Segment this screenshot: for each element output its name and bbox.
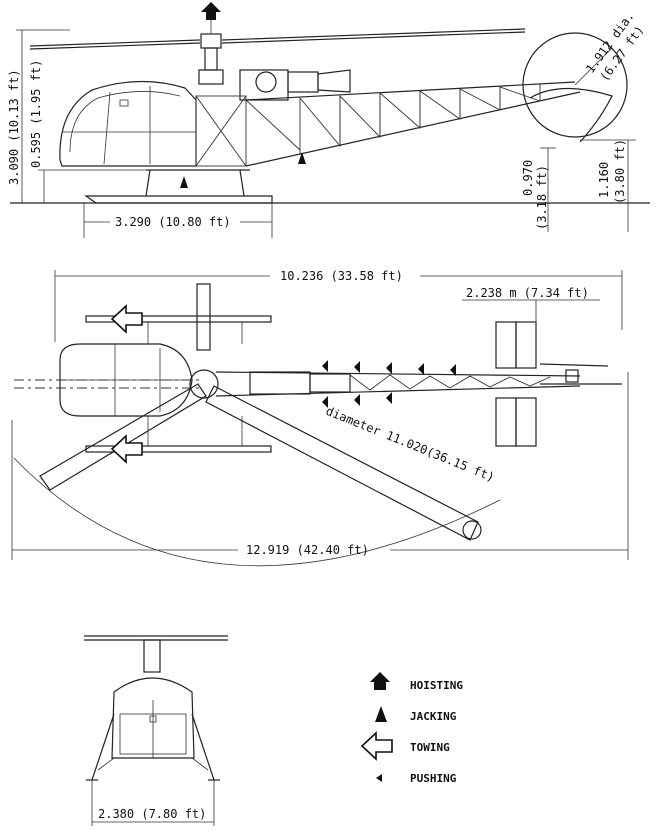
pushing-icon — [322, 396, 328, 408]
tail-height-dimensions: 0.970 (3.18 ft) 1.160 (3.80 ft) — [521, 139, 636, 232]
engine-side — [239, 69, 351, 101]
pushing-icon — [450, 364, 456, 376]
rotor-blade-top-up — [196, 283, 211, 351]
towing-icon — [110, 304, 143, 334]
tail-low-ft-label: (3.18 ft) — [535, 165, 549, 230]
legend-pushing-label: PUSHING — [410, 772, 457, 785]
pushing-icon — [354, 394, 360, 406]
pushing-markers — [322, 360, 456, 408]
jacking-icon — [298, 152, 306, 164]
rotor-diameter-label: diameter 11.020(36.15 ft) — [324, 404, 497, 485]
legend-hoisting-label: HOISTING — [410, 679, 463, 692]
legend-jacking-label: JACKING — [410, 710, 457, 723]
tail-rotor-side — [522, 32, 628, 143]
stabilizer-top-upper — [495, 321, 517, 369]
pushing-icon — [322, 360, 328, 372]
rotor-hub-top — [189, 369, 219, 399]
side-view: 3.090 (10.13 ft) 0.595 (1.95 ft) 3.290 (… — [7, 2, 650, 238]
landing-gear-side — [84, 152, 306, 204]
skid-height-label: 0.595 (1.95 ft) — [29, 60, 43, 168]
hoisting-arrow-icon — [370, 672, 390, 690]
overall-length-label: 12.919 (42.40 ft) — [246, 543, 369, 557]
pushing-icon — [386, 392, 392, 404]
pushing-icon — [418, 363, 424, 375]
legend-towing-label: TOWING — [410, 741, 450, 754]
towing-icon — [110, 434, 143, 464]
legend: HOISTING JACKING TOWING PUSHING — [360, 672, 463, 785]
towing-arrow-icon — [360, 731, 393, 761]
fuselage-length-dimension: 10.236 (33.58 ft) — [54, 269, 623, 342]
rotor-blade-top-lower-left — [39, 383, 207, 491]
cabin-side — [59, 80, 197, 167]
skid-length-label: 3.290 (10.80 ft) — [115, 215, 231, 229]
main-rotor-side — [29, 20, 526, 85]
skid-width-label: 2.380 (7.80 ft) — [98, 807, 206, 821]
skid-length-dimension: 3.290 (10.80 ft) — [83, 203, 273, 238]
skids-top — [85, 315, 272, 453]
overall-length-dimension: 12.919 (42.40 ft) — [11, 372, 629, 560]
tail-high-ft-label: (3.80 ft) — [613, 139, 627, 204]
jacking-icon — [180, 176, 188, 188]
front-view: 2.380 (7.80 ft) — [84, 635, 228, 826]
stabilizer-span-label: 2.238 m (7.34 ft) — [466, 286, 589, 300]
pushing-arrow-icon — [376, 774, 382, 782]
height-overall-label: 3.090 (10.13 ft) — [7, 69, 21, 185]
tail-rotor-dimension: 1.912 dia. (6.27 ft) — [583, 9, 647, 84]
cabin-front — [111, 677, 195, 759]
stabilizer-span-dimension: 2.238 m (7.34 ft) — [462, 286, 600, 322]
side-height-dimensions: 3.090 (10.13 ft) 0.595 (1.95 ft) — [7, 29, 150, 203]
tail-low-label: 0.970 — [521, 160, 535, 196]
jacking-arrow-icon — [375, 706, 387, 722]
tail-boom-top — [215, 371, 581, 397]
tail-boom-side — [245, 81, 581, 167]
top-view: 10.236 (33.58 ft) 2.238 m (7.34 ft) — [11, 269, 629, 567]
stabilizer-top-lower — [495, 397, 517, 447]
skid-width-dimension: 2.380 (7.80 ft) — [91, 780, 215, 826]
pushing-icon — [354, 361, 360, 373]
center-frame-side — [195, 95, 301, 167]
tail-rotor-top — [539, 363, 622, 385]
pushing-icon — [386, 362, 392, 374]
fuselage-length-label: 10.236 (33.58 ft) — [280, 269, 403, 283]
tail-high-label: 1.160 — [597, 162, 611, 198]
hoisting-icon — [201, 2, 221, 20]
rotor-disk-arc — [13, 457, 501, 567]
